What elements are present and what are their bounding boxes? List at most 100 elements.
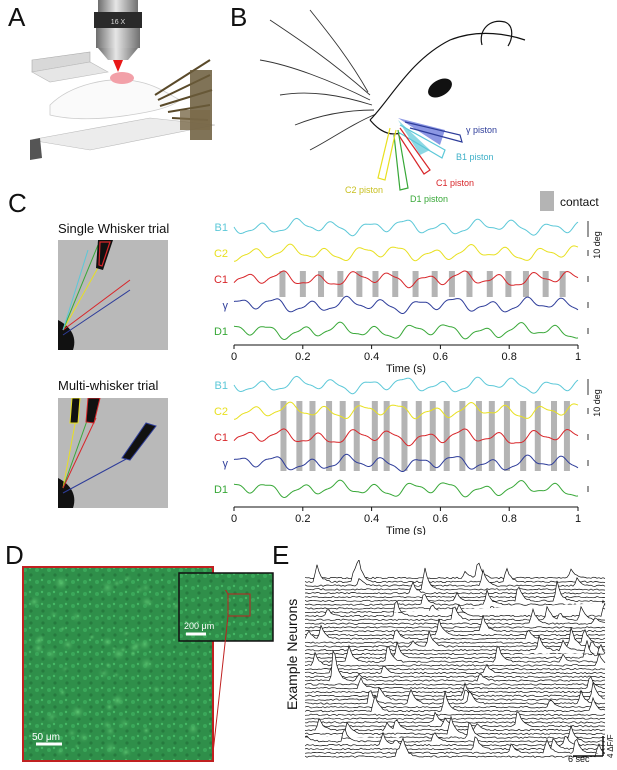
axis-tick-label: 0.2	[295, 513, 310, 525]
gamma-piston-label: γ piston	[466, 125, 497, 135]
neuron-trace	[305, 717, 605, 720]
axis-tick-label: 0	[231, 351, 237, 363]
panel-label-e: E	[272, 540, 290, 570]
axis-tick-label: 1	[575, 513, 581, 525]
contact-legend-label: contact	[560, 195, 599, 209]
cell-blob	[42, 645, 60, 663]
neuron-trace	[305, 683, 606, 686]
trace-1	[233, 243, 579, 262]
neuron-trace	[305, 567, 606, 591]
axis-tick-label: 0.6	[433, 513, 448, 525]
cell-blob	[56, 577, 64, 585]
scalebar-df-label: 4 ΔF/F	[606, 734, 615, 758]
c2-piston-label: C2 piston	[345, 185, 383, 195]
contact-bar	[296, 401, 303, 471]
neuron-trace	[305, 690, 606, 694]
panel-label-a: A	[8, 2, 26, 32]
cell-blob	[66, 727, 78, 739]
cell-blob	[185, 721, 201, 737]
axis-tick-label: 0.4	[364, 513, 379, 525]
multi-trial-frame	[58, 398, 168, 508]
panel-e-ylabel: Example Neurons	[284, 598, 300, 710]
cell-blob	[98, 578, 117, 597]
multi-trial-title: Multi-whisker trial	[58, 378, 159, 393]
contact-bar	[563, 401, 570, 471]
contact-bar	[309, 401, 316, 471]
axis-tick-label: 0.2	[295, 351, 310, 363]
d1-piston-label: D1 piston	[410, 194, 448, 204]
cell-blob	[77, 730, 91, 744]
cell-blob	[60, 664, 71, 674]
trace-2	[233, 428, 579, 447]
contact-bar	[520, 401, 527, 471]
neuron-trace	[305, 710, 606, 728]
neuron-trace	[305, 607, 606, 625]
axis-tick-label: 0	[231, 513, 237, 525]
panel-label-c: C	[8, 188, 27, 218]
cell-blob	[119, 745, 133, 759]
trace-0	[233, 375, 579, 395]
contact-bar	[279, 271, 286, 297]
contact-bar	[559, 271, 566, 297]
cell-blob	[43, 708, 61, 726]
contact-bar	[475, 401, 482, 471]
neuron-trace	[305, 676, 606, 690]
contact-bar	[318, 271, 325, 297]
contact-bar	[534, 401, 541, 471]
trace-label: D1	[214, 484, 228, 496]
contact-bar	[443, 401, 450, 471]
axis-tick-label: 0.8	[502, 351, 517, 363]
neuron-traces-chart	[305, 560, 606, 758]
trace-1	[233, 401, 579, 420]
contact-bar	[383, 401, 390, 471]
neuron-trace	[305, 675, 606, 679]
contact-bar	[488, 401, 495, 471]
trace-4	[233, 321, 579, 341]
b1-piston-label: B1 piston	[456, 152, 494, 162]
cell-blob	[151, 684, 161, 694]
trace-0	[233, 217, 579, 237]
trace-label: B1	[215, 380, 228, 392]
c1-piston-label: C1 piston	[436, 178, 474, 188]
contact-bar	[448, 271, 455, 297]
panel-label-d: D	[5, 540, 24, 570]
neuron-trace	[305, 615, 606, 633]
neuron-trace	[305, 618, 606, 637]
trace-label: C1	[214, 432, 228, 444]
neuron-trace	[305, 651, 606, 667]
cell-blob	[73, 743, 80, 750]
neuron-trace	[305, 649, 606, 682]
trace-label: C2	[214, 406, 228, 418]
cell-blob	[165, 594, 174, 603]
neuron-trace	[305, 605, 606, 621]
cell-blob	[60, 637, 75, 652]
contact-bar	[372, 271, 379, 297]
contact-bar	[371, 401, 378, 471]
axis-tick-label: 1	[575, 351, 581, 363]
panel-d-image: 50 μm	[22, 566, 214, 762]
neuron-trace	[305, 562, 606, 580]
contact-bar	[356, 271, 363, 297]
cell-blob	[141, 726, 151, 735]
angle-scale-label: 10 deg	[592, 389, 602, 417]
cell-blob	[54, 745, 66, 758]
contact-bar	[401, 401, 408, 471]
cell-blob	[58, 688, 67, 697]
single-trial-frame	[58, 240, 168, 350]
contact-bar	[431, 271, 438, 297]
cell-blob	[102, 739, 119, 757]
contact-bar	[326, 401, 333, 471]
cell-blob	[195, 663, 203, 670]
cell-blob	[96, 666, 111, 681]
cell-blob	[27, 594, 42, 609]
trace-label: D1	[214, 326, 228, 338]
contact-bar	[459, 401, 466, 471]
cell-blob	[112, 671, 121, 679]
trace-label: γ	[223, 300, 229, 312]
neuron-trace	[305, 682, 606, 698]
neuron-trace	[305, 691, 606, 713]
contact-bar	[415, 401, 422, 471]
contact-bar	[503, 401, 510, 471]
neuron-trace	[305, 652, 606, 656]
